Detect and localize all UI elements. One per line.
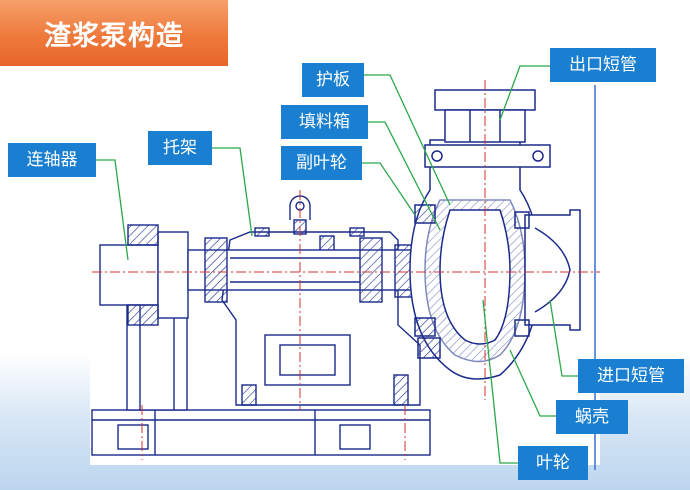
leader-protective-plate [364, 74, 451, 206]
leader-auxiliary-impeller [362, 162, 416, 216]
pump-casing [409, 89, 581, 380]
leader-lines [96, 65, 578, 464]
label-inlet-pipe: 进口短管 [578, 359, 684, 393]
label-auxiliary-impeller: 副叶轮 [281, 146, 362, 180]
page-title: 渣浆泵构造 [0, 0, 228, 66]
label-protective-plate: 护板 [302, 63, 364, 97]
leader-coupling [96, 159, 129, 261]
label-outlet-pipe: 出口短管 [550, 48, 656, 82]
label-coupling: 连轴器 [8, 143, 96, 177]
leader-inlet-pipe [549, 299, 578, 377]
center-lines [92, 80, 600, 460]
leader-bracket [212, 147, 253, 237]
leader-stuffing-box [368, 121, 441, 231]
leader-volute [509, 349, 556, 417]
label-stuffing-box: 填料箱 [281, 105, 368, 139]
label-impeller: 叶轮 [518, 446, 588, 480]
label-volute: 蜗壳 [556, 400, 628, 434]
leader-outlet-pipe [499, 65, 550, 121]
label-bracket: 托架 [148, 131, 212, 165]
leader-impeller [482, 299, 518, 464]
